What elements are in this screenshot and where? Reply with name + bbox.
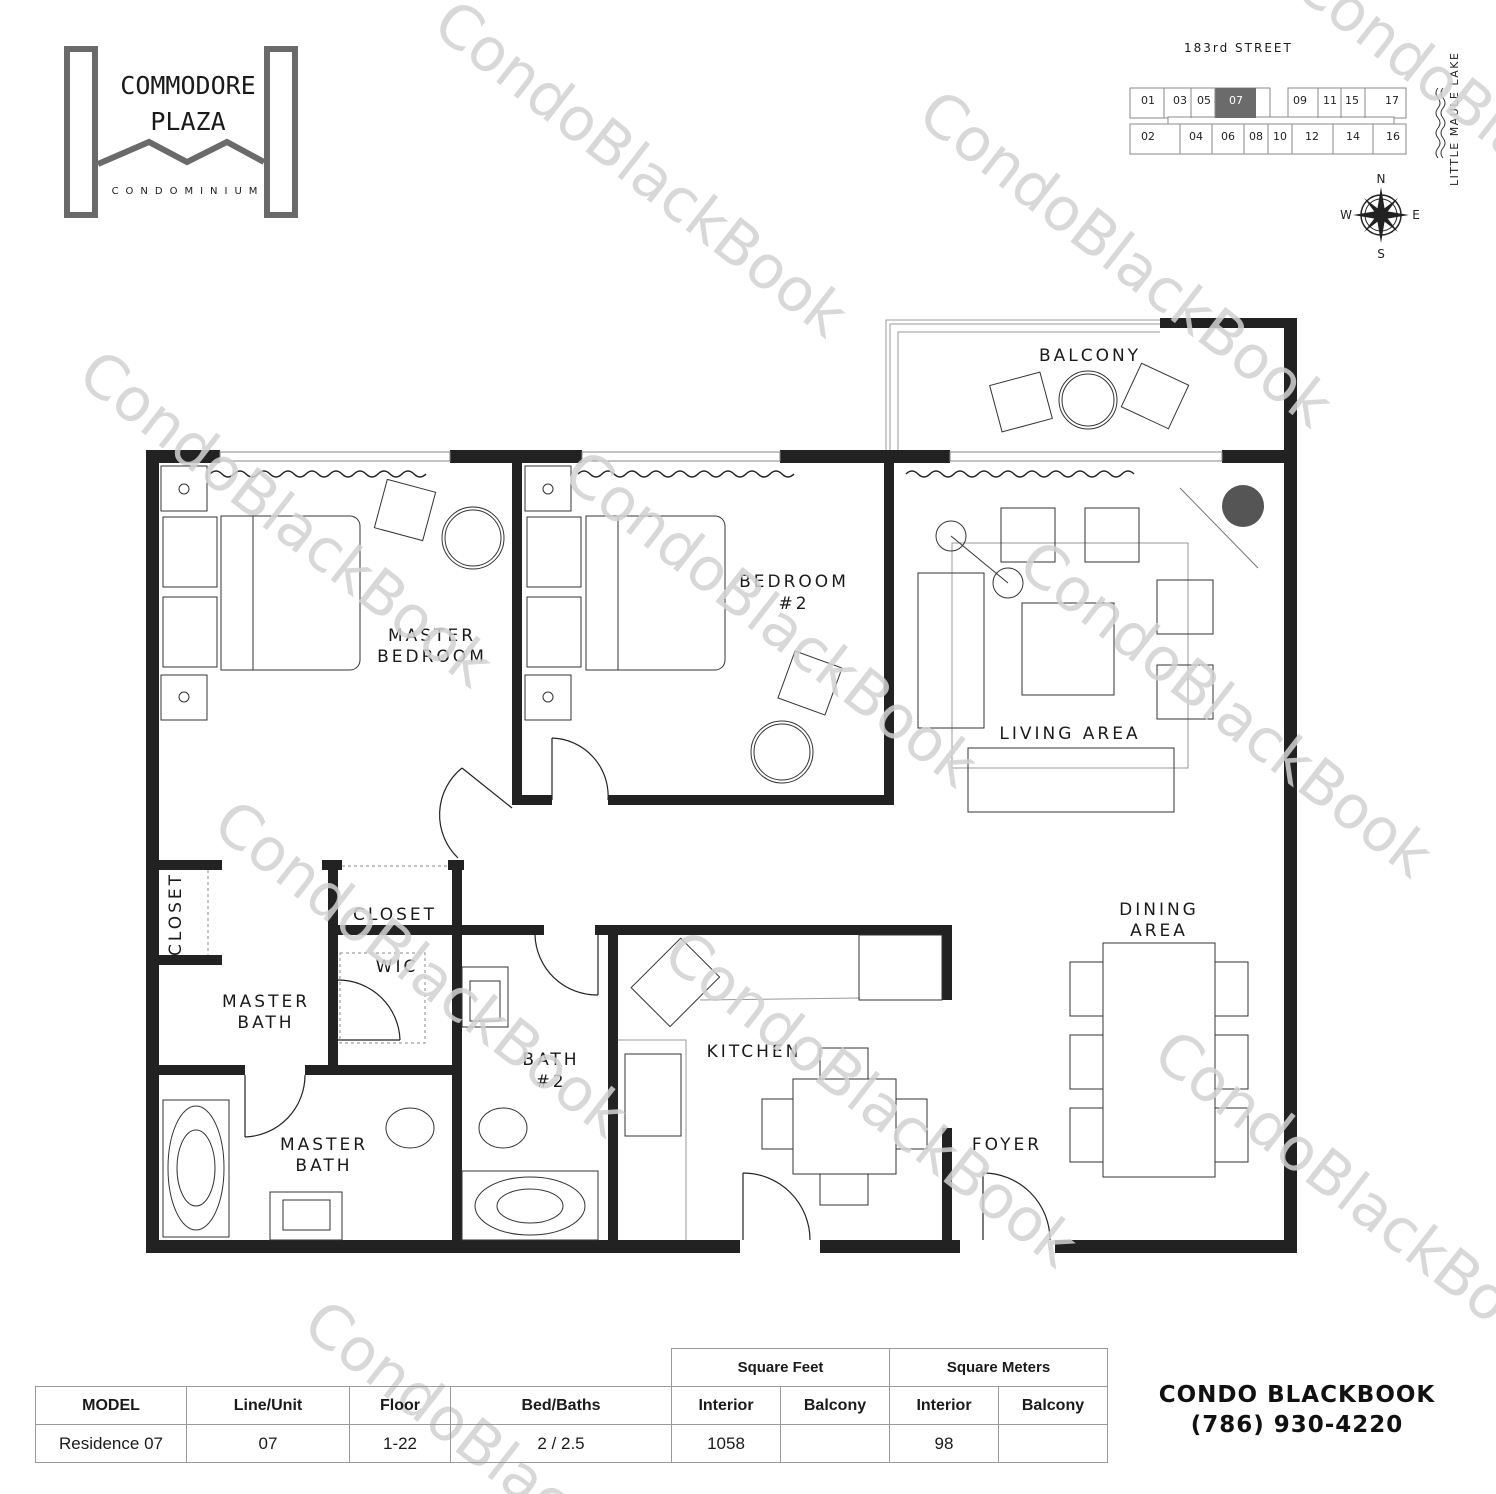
room-label-dining-1: DINING [1119, 900, 1199, 920]
watermark: CondoBlackBook [1141, 1017, 1496, 1382]
unit-03: 03 [1173, 94, 1187, 107]
logo-line2: PLAZA [150, 107, 226, 136]
unit-08: 08 [1249, 130, 1263, 143]
unit-17: 17 [1385, 94, 1399, 107]
logo-title: COMMODORE PLAZA [64, 68, 312, 140]
cell-sqm-interior: 98 [889, 1424, 999, 1463]
cell-bed-baths: 2 / 2.5 [450, 1424, 672, 1463]
col-model: MODEL [35, 1386, 187, 1425]
col-floor: Floor [349, 1386, 451, 1425]
unit-01: 01 [1141, 94, 1155, 107]
watermark: CondoBlackBook [651, 917, 1091, 1282]
room-label-master-bedroom-1: MASTER [388, 626, 476, 646]
unit-14: 14 [1346, 130, 1360, 143]
cell-model: Residence 07 [35, 1424, 187, 1463]
unit-04: 04 [1189, 130, 1203, 143]
brand-name: CONDO BLACKBOOK [1122, 1380, 1472, 1410]
brand-block: CONDO BLACKBOOK (786) 930-4220 [1122, 1380, 1472, 1440]
logo-left-tower [64, 46, 98, 218]
watermark: CondoBlackBook [1281, 0, 1496, 312]
col-sqft-balcony: Balcony [780, 1386, 890, 1425]
brand-name-light: CONDO [1158, 1382, 1268, 1408]
room-label-master-bedroom-2: BEDROOM [377, 647, 487, 667]
col-sqm-interior: Interior [889, 1386, 999, 1425]
cell-floor: 1-22 [349, 1424, 451, 1463]
unit-09: 09 [1293, 94, 1307, 107]
unit-02: 02 [1141, 130, 1155, 143]
watermark: CondoBlackBook [66, 337, 506, 702]
room-label-kitchen: KITCHEN [707, 1042, 802, 1062]
unit-10: 10 [1273, 130, 1287, 143]
windows [219, 451, 1223, 462]
lake-waves-icon [1435, 87, 1446, 159]
plant-icon [1222, 485, 1264, 527]
room-label-foyer: FOYER [972, 1135, 1042, 1155]
doors [244, 737, 1051, 1241]
table-row: Residence 07 07 1-22 2 / 2.5 1058 98 [35, 1424, 1108, 1463]
highlighted-unit-07 [1215, 88, 1256, 118]
logo-line1: COMMODORE [120, 71, 256, 100]
compass-rose-icon [1353, 187, 1409, 243]
room-label-master-bath-a-1: MASTER [222, 992, 310, 1012]
key-plan: 01 03 05 07 09 11 15 17 02 04 06 08 10 1… [1129, 52, 1461, 261]
watermark: CondoBlackBook [551, 437, 991, 802]
compass-s: S [1377, 247, 1385, 261]
watermark: CondoBlackBook [1006, 527, 1446, 892]
room-label-bath2-2: #2 [535, 1072, 566, 1092]
building-logo: COMMODORE PLAZA CONDOMINIUM [64, 46, 312, 224]
balcony-railing [885, 319, 1160, 450]
curtains [209, 470, 1135, 478]
compass-w: W [1340, 208, 1352, 222]
room-label-bath2-1: BATH [522, 1050, 579, 1070]
room-label-wic: WIC [376, 957, 419, 977]
cell-sqft-interior: 1058 [671, 1424, 781, 1463]
room-label-master-bath-b-2: BATH [295, 1156, 352, 1176]
lake-label: LITTLE MAULE LAKE [1448, 52, 1461, 186]
col-line-unit: Line/Unit [186, 1386, 350, 1425]
compass-e: E [1412, 208, 1420, 222]
street-label: 183rd STREET [1184, 41, 1293, 55]
watermark: CondoBlackBook [201, 787, 641, 1152]
header-square-feet: Square Feet [671, 1348, 890, 1387]
room-label-master-bath-b-1: MASTER [280, 1135, 368, 1155]
brand-name-bold: BLACKBOOK [1267, 1382, 1436, 1408]
unit-12: 12 [1305, 130, 1319, 143]
col-bed-baths: Bed/Baths [450, 1386, 672, 1425]
room-label-bedroom2-2: #2 [778, 594, 809, 614]
unit-05: 05 [1197, 94, 1211, 107]
cell-sqm-balcony [998, 1424, 1108, 1463]
cell-line-unit: 07 [186, 1424, 350, 1463]
walls [146, 318, 1297, 1253]
spec-table: Square Feet Square Meters MODEL Line/Uni… [35, 1348, 1108, 1463]
col-sqft-interior: Interior [671, 1386, 781, 1425]
logo-zigzag-icon [96, 138, 266, 167]
unit-06: 06 [1221, 130, 1235, 143]
header-square-meters: Square Meters [889, 1348, 1108, 1387]
room-label-closet-vertical: CLOSET [166, 872, 186, 956]
logo-right-tower [264, 46, 298, 218]
unit-07: 07 [1229, 94, 1243, 107]
room-label-balcony: BALCONY [1039, 346, 1141, 366]
col-sqm-balcony: Balcony [998, 1386, 1108, 1425]
cell-sqft-balcony [780, 1424, 890, 1463]
room-label-living: LIVING AREA [999, 724, 1140, 744]
unit-15: 15 [1345, 94, 1359, 107]
brand-phone[interactable]: (786) 930-4220 [1190, 1412, 1404, 1438]
room-label-master-bath-a-2: BATH [237, 1013, 294, 1033]
watermarks: CondoBlackBook CondoBlackBook CondoBlack… [66, 0, 1496, 1494]
logo-subtitle: CONDOMINIUM [111, 186, 265, 197]
watermark: CondoBlackBook [421, 0, 861, 352]
room-label-bedroom2-1: BEDROOM [739, 572, 849, 592]
compass-n: N [1377, 172, 1386, 186]
unit-16: 16 [1386, 130, 1400, 143]
room-label-closet: CLOSET [353, 905, 437, 925]
room-label-dining-2: AREA [1130, 921, 1188, 941]
furniture [160, 362, 1259, 1241]
unit-11: 11 [1323, 94, 1337, 107]
watermark: CondoBlackBook [906, 77, 1346, 442]
